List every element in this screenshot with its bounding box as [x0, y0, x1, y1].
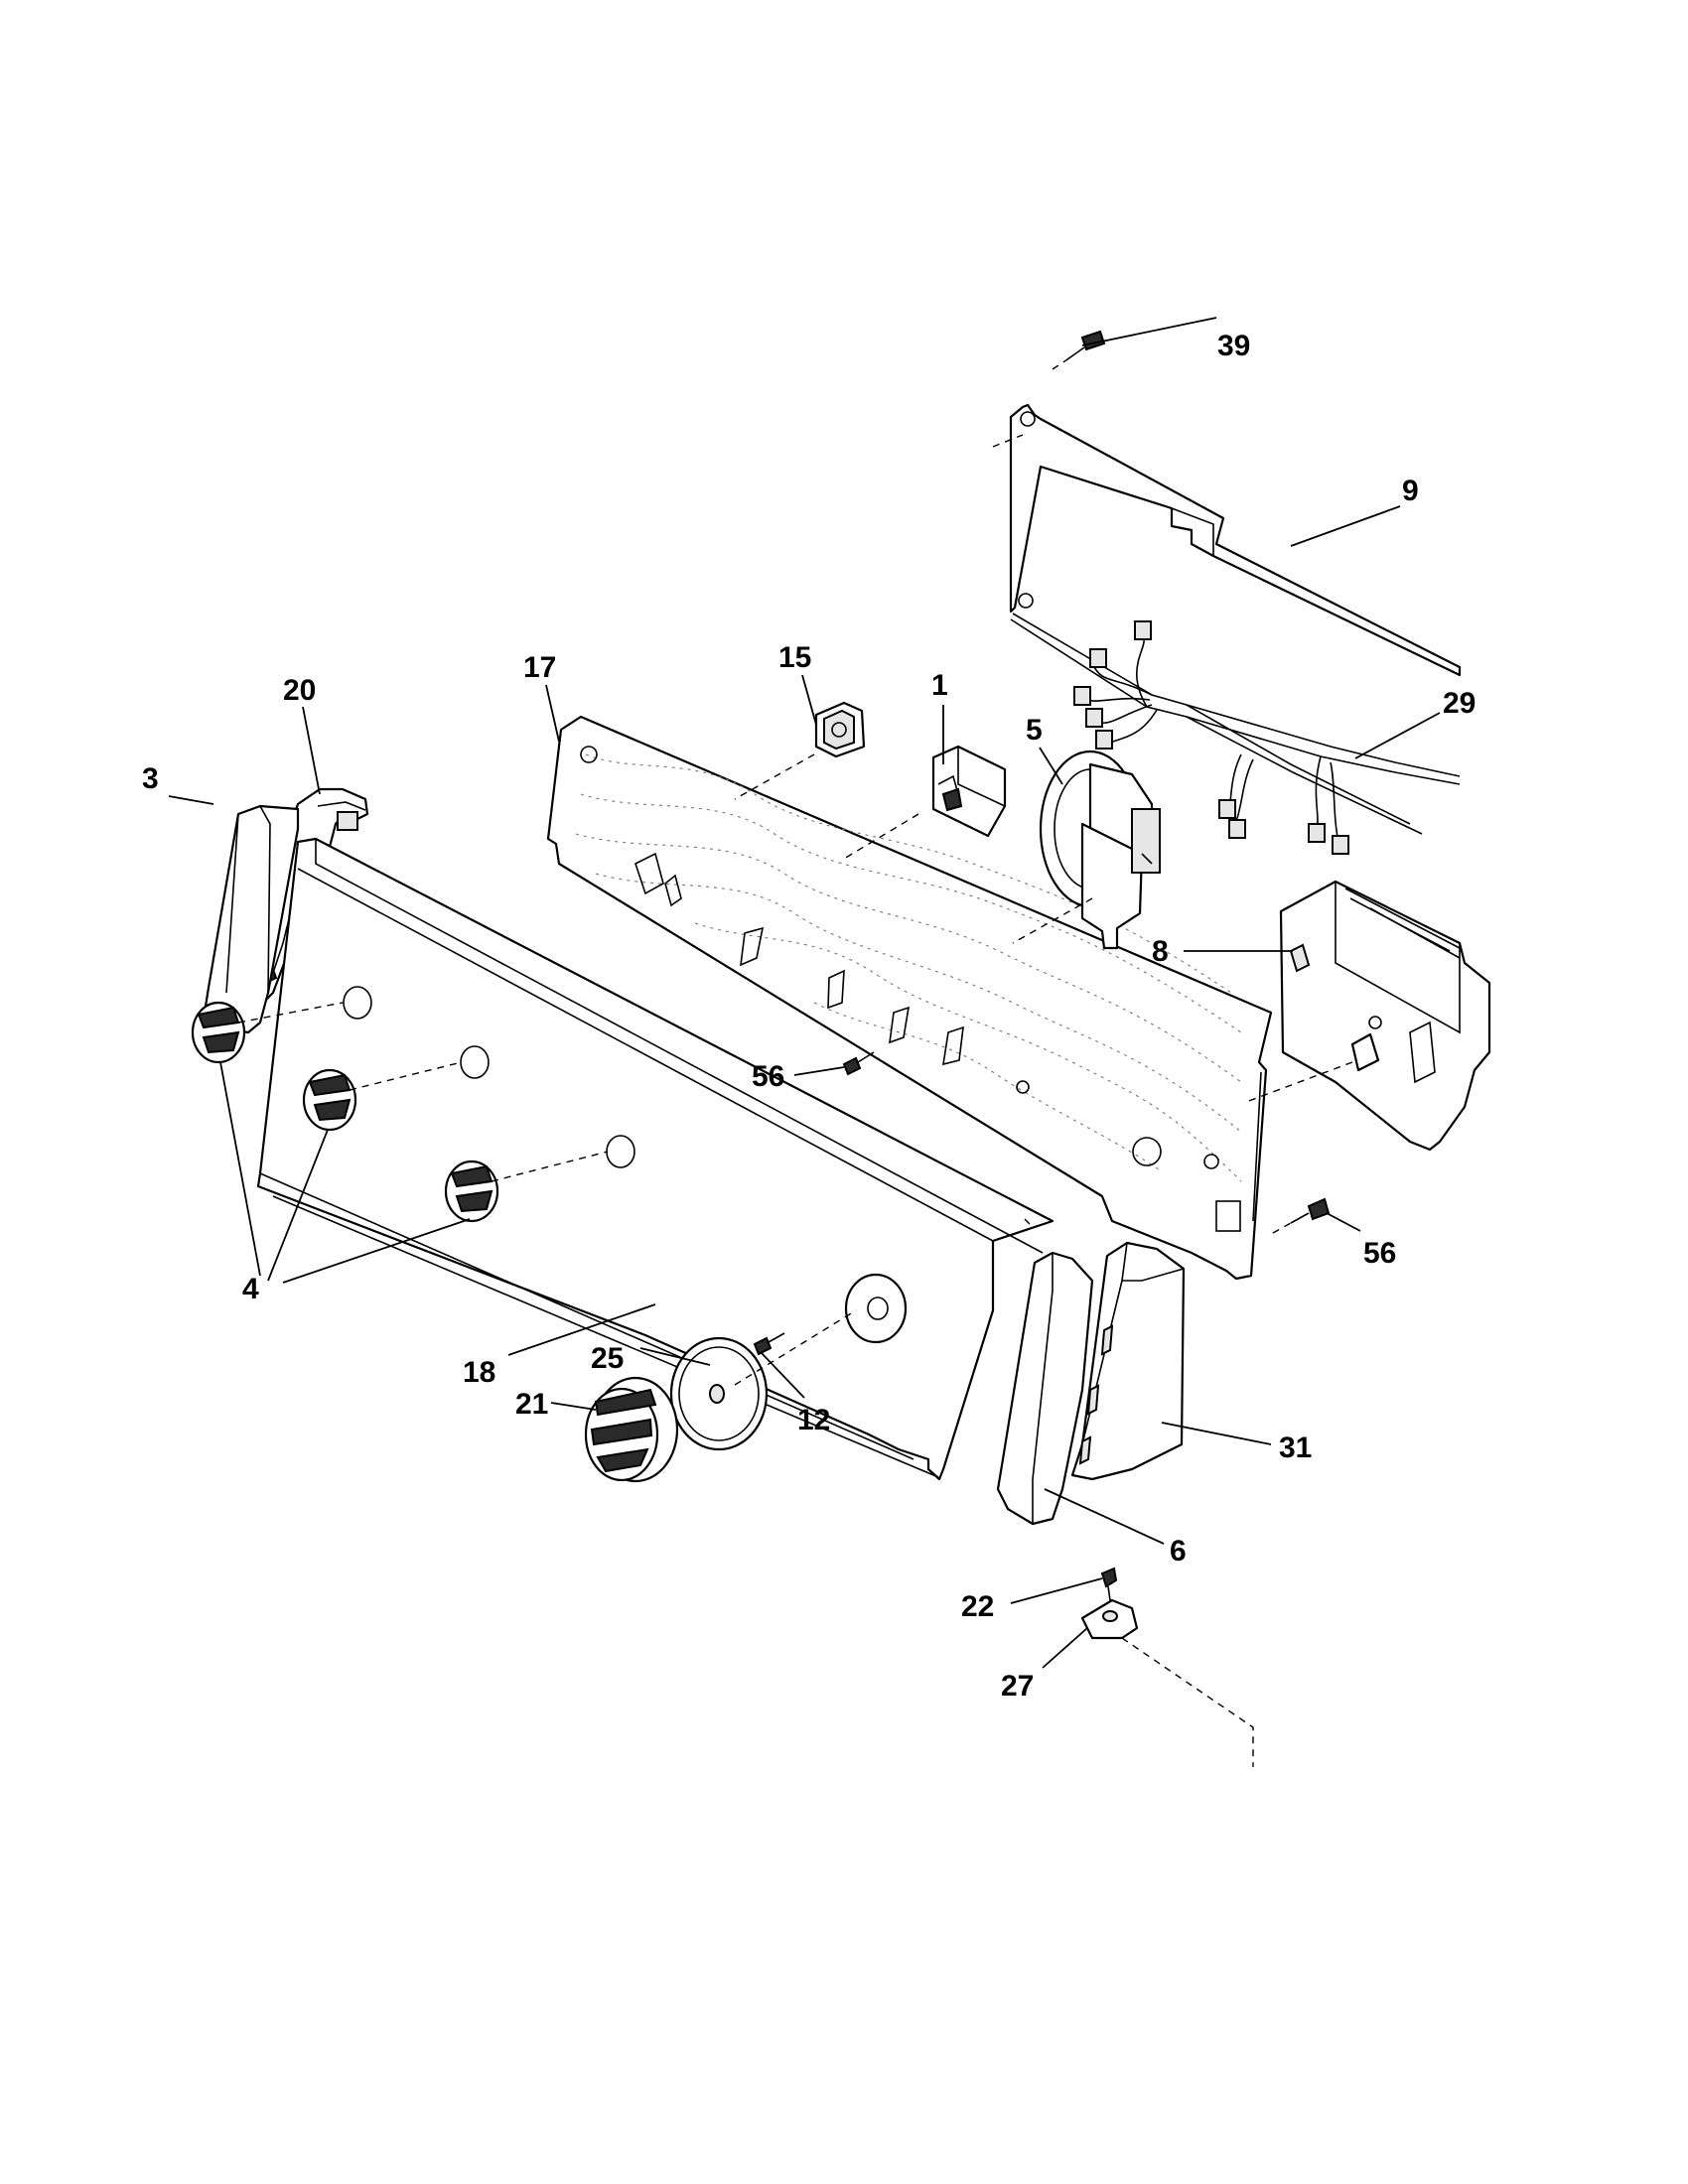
rear-panel-part-9 [992, 403, 1462, 677]
callout-8: 8 [1152, 935, 1169, 968]
callout-6: 6 [1170, 1535, 1187, 1568]
screw-part-12 [753, 1332, 785, 1356]
control-panel-front-part-18 [256, 837, 1055, 1481]
callout-5: 5 [1026, 714, 1043, 747]
callout-22: 22 [961, 1590, 994, 1623]
screw-part-56-center [842, 1051, 875, 1076]
callout-1: 1 [931, 669, 948, 702]
callout-20: 20 [283, 674, 316, 707]
screw-part-22 [1100, 1567, 1118, 1601]
callout-27: 27 [1001, 1670, 1034, 1703]
selector-switch-part-15 [734, 701, 866, 800]
dial-skirt-part-25 [669, 1309, 857, 1451]
knob-part-4-c [444, 1151, 609, 1223]
callout-29: 29 [1443, 687, 1476, 720]
callout-21: 21 [515, 1388, 548, 1421]
callout-3: 3 [142, 762, 159, 795]
right-end-housing-part-31 [1070, 1241, 1186, 1481]
callout-15: 15 [778, 641, 811, 674]
callout-12: 12 [797, 1404, 830, 1436]
knob-part-4-a [191, 1001, 344, 1064]
callout-18: 18 [463, 1356, 495, 1389]
left-end-cap-part-3 [203, 804, 300, 1034]
screw-part-39 [1052, 330, 1106, 370]
callout-17: 17 [523, 651, 556, 684]
callout-9: 9 [1402, 475, 1419, 507]
callout-56-right: 56 [1363, 1237, 1396, 1270]
switch-part-1 [843, 745, 1007, 860]
screw-part-56-right [1272, 1197, 1331, 1234]
callout-56-center: 56 [752, 1060, 784, 1093]
control-panel-back-part-17 [546, 715, 1273, 1281]
callout-25: 25 [591, 1342, 624, 1375]
wiring-harness-part-29 [1010, 613, 1461, 855]
timer-part-8 [1245, 880, 1491, 1152]
callout-4: 4 [242, 1273, 259, 1305]
right-end-cap-part-6 [996, 1251, 1094, 1526]
callout-31: 31 [1279, 1432, 1312, 1464]
timer-motor-part-5 [1012, 750, 1161, 950]
bracket-part-27 [1080, 1598, 1254, 1767]
timer-knob-part-21 [584, 1376, 679, 1483]
knob-part-4-b [302, 1061, 463, 1132]
leader-lines [168, 317, 1441, 1669]
callout-labels: 39 9 29 15 1 17 20 3 5 8 56 56 4 18 25 2… [142, 330, 1476, 1703]
callout-39: 39 [1217, 330, 1250, 362]
